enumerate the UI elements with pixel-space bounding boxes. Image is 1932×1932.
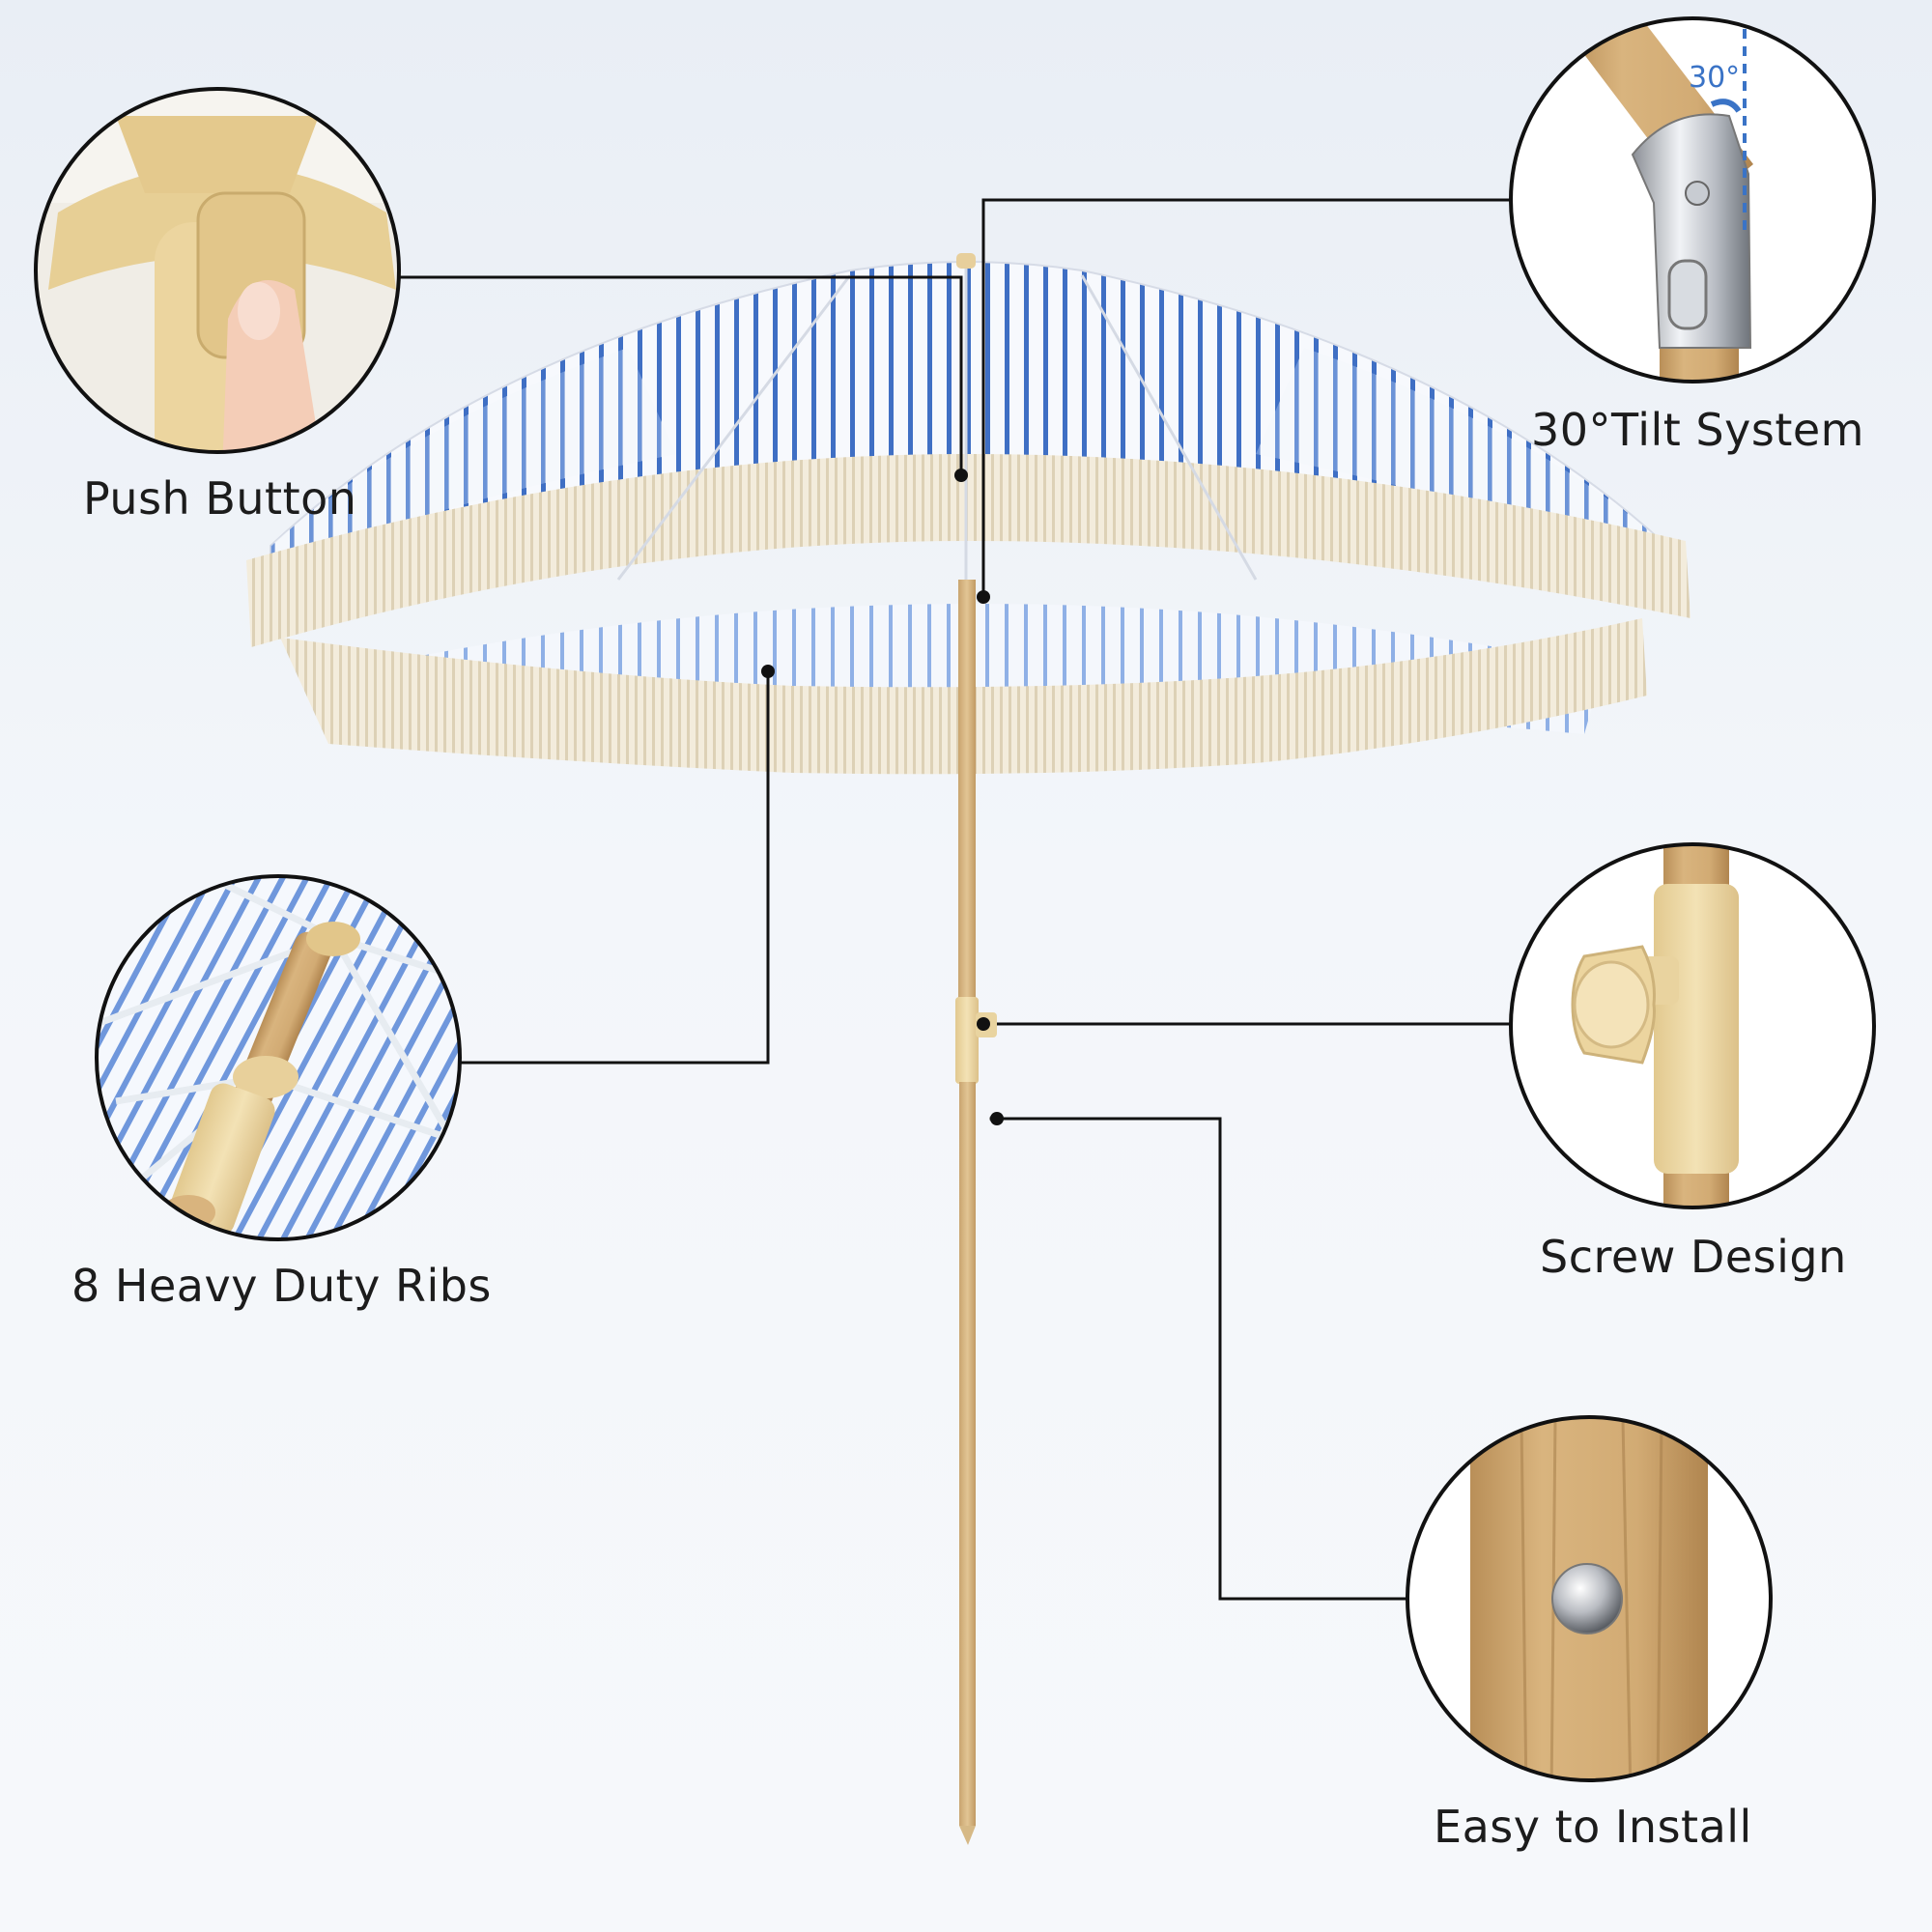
callout-lines: [398, 198, 1512, 1601]
easy-to-install-label: Easy to Install: [1434, 1801, 1752, 1853]
push-button-detail: [34, 87, 401, 454]
tilt-detail: 30°: [1509, 16, 1876, 384]
tilt-angle-label: 30°: [1689, 61, 1740, 95]
screw-sleeve: [955, 997, 979, 1084]
screw-detail: [1509, 842, 1876, 1209]
spring-button: [1551, 1563, 1623, 1634]
ribs-detail: [95, 874, 462, 1241]
pole-lower: [959, 1082, 976, 1826]
push-button-label: Push Button: [83, 472, 357, 525]
tilt-system-label: 30°Tilt System: [1531, 404, 1864, 456]
screw-design-label: Screw Design: [1540, 1231, 1847, 1283]
heavy-duty-ribs-label: 8 Heavy Duty Ribs: [71, 1260, 492, 1312]
upper-fringe: [246, 454, 1690, 647]
pole-upper: [958, 580, 976, 1005]
install-detail: [1406, 1415, 1773, 1782]
callout-dots: [761, 469, 1004, 1125]
umbrella: [246, 253, 1690, 1845]
